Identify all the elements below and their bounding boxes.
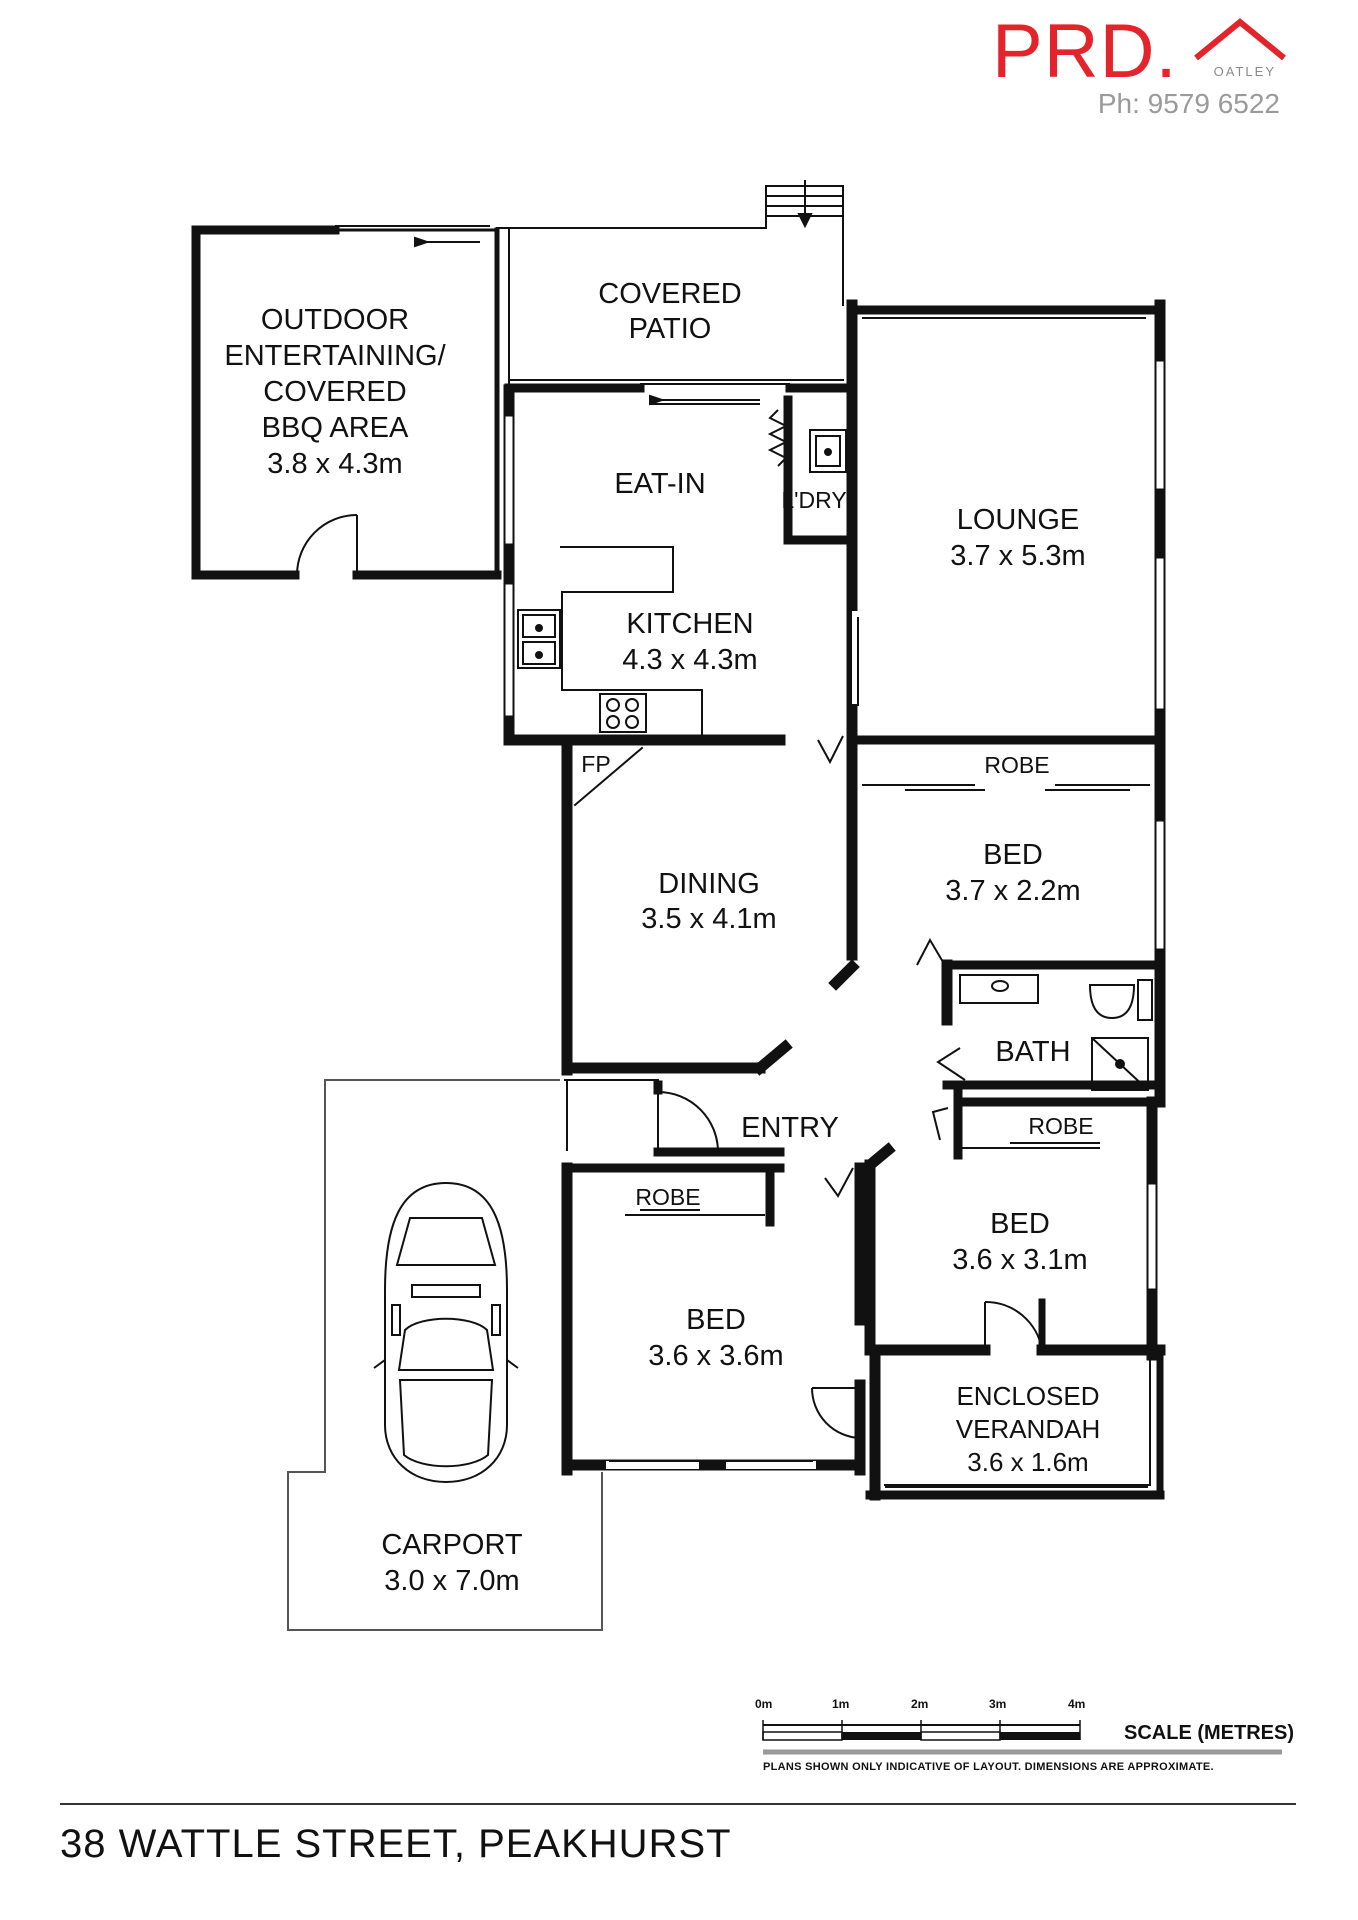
carport-outline xyxy=(287,1079,603,1631)
outdoor-label-1: OUTDOOR xyxy=(261,304,409,336)
scale-tick-0: 0m xyxy=(755,1697,773,1711)
robe-label-bed3: ROBE xyxy=(635,1184,700,1210)
scale-title: SCALE (METRES) xyxy=(1124,1722,1294,1744)
footer-divider xyxy=(60,1803,1296,1805)
verandah-dimensions: 3.6 x 1.6m xyxy=(967,1447,1088,1477)
fp-label: FP xyxy=(581,751,610,777)
bed3-label: BED xyxy=(686,1304,746,1336)
car-icon xyxy=(373,1181,519,1484)
kitchen-label: KITCHEN xyxy=(626,608,753,640)
bed1-dimensions: 3.7 x 2.2m xyxy=(945,875,1080,907)
patio-label-1: COVERED xyxy=(598,278,741,310)
scale-tick-4: 4m xyxy=(1068,1697,1086,1711)
carport-dimensions: 3.0 x 7.0m xyxy=(384,1565,519,1597)
verandah-label-1: ENCLOSED xyxy=(956,1381,1099,1411)
scale-bar xyxy=(762,1720,1282,1755)
bed2-dimensions: 3.6 x 3.1m xyxy=(952,1244,1087,1276)
bed2-label: BED xyxy=(990,1208,1050,1240)
robe-label-bed1: ROBE xyxy=(984,752,1049,778)
bed3-dimensions: 3.6 x 3.6m xyxy=(648,1340,783,1372)
lounge-dimensions: 3.7 x 5.3m xyxy=(950,540,1085,572)
disclaimer: PLANS SHOWN ONLY INDICATIVE OF LAYOUT. D… xyxy=(763,1761,1214,1773)
walls xyxy=(191,185,1166,1501)
bath-label: BATH xyxy=(995,1036,1070,1068)
patio-label-2: PATIO xyxy=(629,313,712,345)
bed1-label: BED xyxy=(983,839,1043,871)
fixtures xyxy=(296,180,1153,1488)
room-labels: OUTDOOR ENTERTAINING/ COVERED BBQ AREA 3… xyxy=(224,278,1100,1597)
scale-tick-2: 2m xyxy=(911,1697,929,1711)
outdoor-dimensions: 3.8 x 4.3m xyxy=(267,448,402,480)
brand-phone: Ph: 9579 6522 xyxy=(1097,88,1280,119)
brand-office: OATLEY xyxy=(1213,64,1276,79)
house-roof-icon xyxy=(1194,18,1286,61)
scale-tick-1: 1m xyxy=(832,1697,850,1711)
carport-label: CARPORT xyxy=(381,1529,523,1561)
outdoor-label-4: BBQ AREA xyxy=(262,412,409,444)
dining-dimensions: 3.5 x 4.1m xyxy=(641,903,776,935)
verandah-label-2: VERANDAH xyxy=(956,1414,1100,1444)
brand-block: PRD. OATLEY Ph: 9579 6522 xyxy=(990,8,1290,123)
kitchen-dimensions: 4.3 x 4.3m xyxy=(622,644,757,676)
outdoor-label-2: ENTERTAINING/ xyxy=(224,340,446,372)
entry-label: ENTRY xyxy=(741,1112,839,1144)
lounge-label: LOUNGE xyxy=(957,504,1079,536)
eatin-label: EAT-IN xyxy=(614,468,705,500)
dining-label: DINING xyxy=(658,868,760,900)
outdoor-label-3: COVERED xyxy=(263,376,406,408)
robe-label-bed2: ROBE xyxy=(1028,1113,1093,1139)
laundry-label: L'DRY xyxy=(781,487,846,513)
scale-tick-3: 3m xyxy=(989,1697,1007,1711)
property-address: 38 WATTLE STREET, PEAKHURST xyxy=(60,1822,732,1866)
brand-logo: PRD. xyxy=(992,9,1178,94)
